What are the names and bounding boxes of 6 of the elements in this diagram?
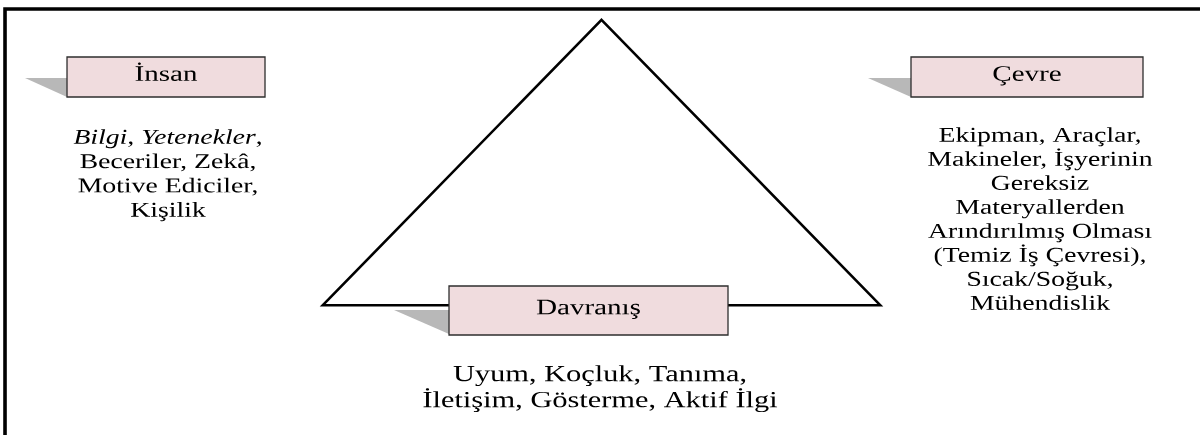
description-text: Bilgi, Yetenekler, Beceriler, Zekâ, Motive Ediciler, Kişilik [73, 129, 261, 222]
label-box: İnsan [25, 56, 266, 98]
label-box: Davranış [394, 285, 729, 336]
description-text: Ekipman, Araçlar, Makineler, İşyerinin Gereksiz Materyallerden Arındırılmış Olması (Temiz İş Çevresi), Sıcak/Soğuk, Mühendislik [928, 127, 1153, 310]
description-text: Uyum, Koçluk, Tanıma, İletişim, Gösterme, Aktif İlgi [423, 365, 778, 413]
label-box: Çevre [868, 56, 1144, 98]
